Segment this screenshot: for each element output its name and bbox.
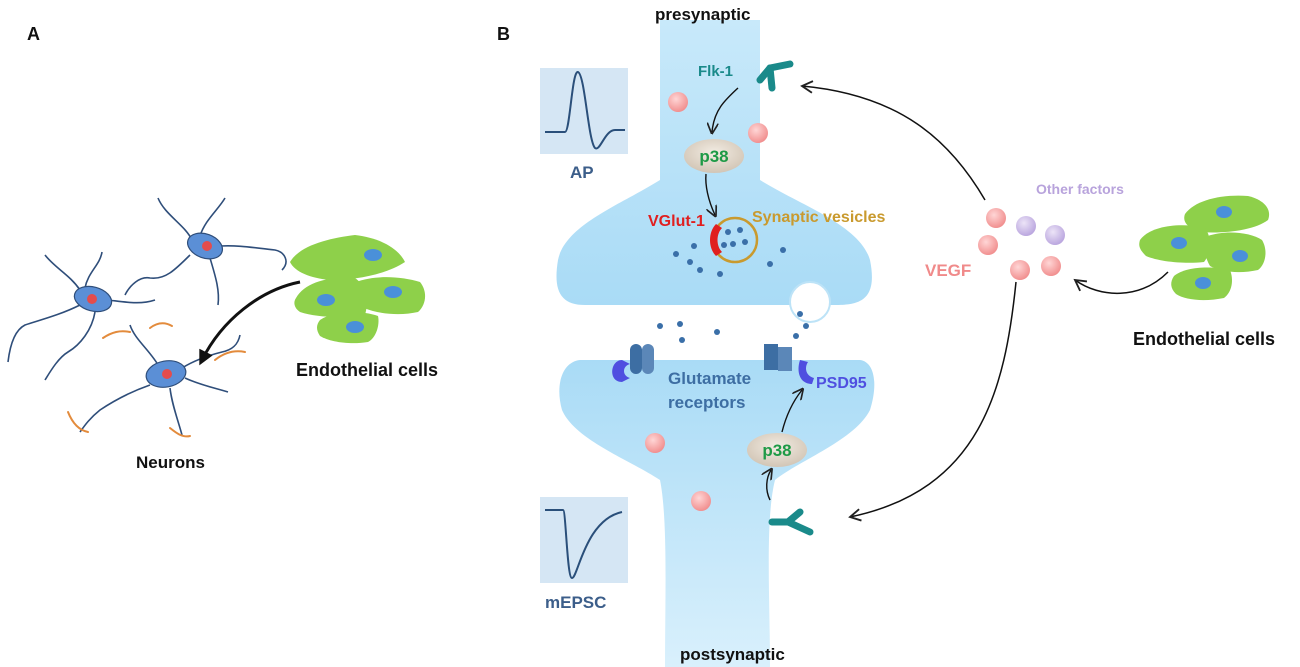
arrow-p38-to-vglut [705, 173, 715, 215]
ap-trace-box [540, 68, 628, 154]
arrow-vegf-to-presynaptic [800, 80, 986, 201]
neuron-1 [124, 197, 287, 306]
ap-trace [545, 70, 625, 150]
panel-a-letter: A [27, 24, 40, 44]
mepsc-trace-box [540, 497, 628, 583]
flk1-label: Flk-1 [698, 63, 733, 80]
vesicle-glutamate [721, 227, 748, 248]
p38-bottom [747, 433, 807, 467]
endothelial-label-a: Endothelial cells [296, 360, 438, 380]
vegf-label: VEGF [925, 261, 971, 280]
neurons-label: Neurons [136, 453, 205, 472]
vegf-dot [645, 433, 665, 453]
vesicle-fusion-pit [789, 281, 831, 323]
flk1-receptor-pre [756, 60, 794, 92]
vegf-ball [1010, 260, 1030, 280]
glutamate-dots-cleft [657, 311, 809, 343]
arrow-vegf-to-postsynaptic [848, 281, 1017, 522]
arrow-flk1-to-p38-post [767, 470, 771, 501]
mepsc-trace [545, 509, 623, 580]
ap-label: AP [570, 163, 594, 182]
panel-b: B presynaptic postsynaptic AP mEPSC Flk-… [497, 5, 1275, 667]
vegf-dot [691, 491, 711, 511]
arrow-endothelial-to-vegf [1073, 271, 1169, 295]
neuron-3-nucleus [162, 369, 172, 379]
vegf-dot [668, 92, 688, 112]
psd95-left [612, 360, 630, 382]
vegf-ball [978, 235, 998, 255]
glutamate-receptor-right [764, 344, 792, 371]
postsynaptic-label: postsynaptic [680, 645, 785, 664]
endothelial-cluster-a [290, 235, 426, 344]
panel-a: A [7, 24, 438, 472]
vglut1-transporter [710, 224, 722, 256]
arrow-p38-to-psd95 [781, 390, 802, 433]
endothelial-label-b: Endothelial cells [1133, 329, 1275, 349]
psd95-label: PSD95 [816, 375, 867, 392]
psd95-right [798, 360, 814, 384]
glutamate-dots-pre [673, 243, 786, 277]
vegf-dot [748, 123, 768, 143]
glutamate-receptors-label-1: Glutamate [668, 369, 751, 388]
arrow-endothelial-to-neurons [199, 280, 301, 366]
neuron-2 [7, 251, 156, 381]
glutamate-receptor-left [630, 344, 654, 374]
p38-bottom-label: p38 [762, 441, 791, 460]
arrow-flk1-to-p38 [712, 87, 739, 132]
p38-top-label: p38 [699, 147, 728, 166]
panel-b-letter: B [497, 24, 510, 44]
neuron-1-nucleus [202, 241, 212, 251]
neuron-2-nucleus [87, 294, 97, 304]
p38-top [684, 139, 744, 173]
vglut1-label: VGlut-1 [648, 213, 705, 230]
other-factor-ball [1045, 225, 1065, 245]
other-factor-ball [1016, 216, 1036, 236]
vegf-ball [1041, 256, 1061, 276]
mepsc-label: mEPSC [545, 593, 606, 612]
other-factors-label: Other factors [1036, 181, 1124, 197]
presynaptic-label: presynaptic [655, 5, 750, 24]
vegf-ball [986, 208, 1006, 228]
vesicles-label: Synaptic vesicles [752, 209, 886, 226]
glutamate-receptors-label-2: receptors [668, 393, 745, 412]
flk1-receptor-post [768, 508, 814, 536]
orange-processes [67, 322, 246, 438]
endothelial-cluster-b [1139, 195, 1270, 301]
